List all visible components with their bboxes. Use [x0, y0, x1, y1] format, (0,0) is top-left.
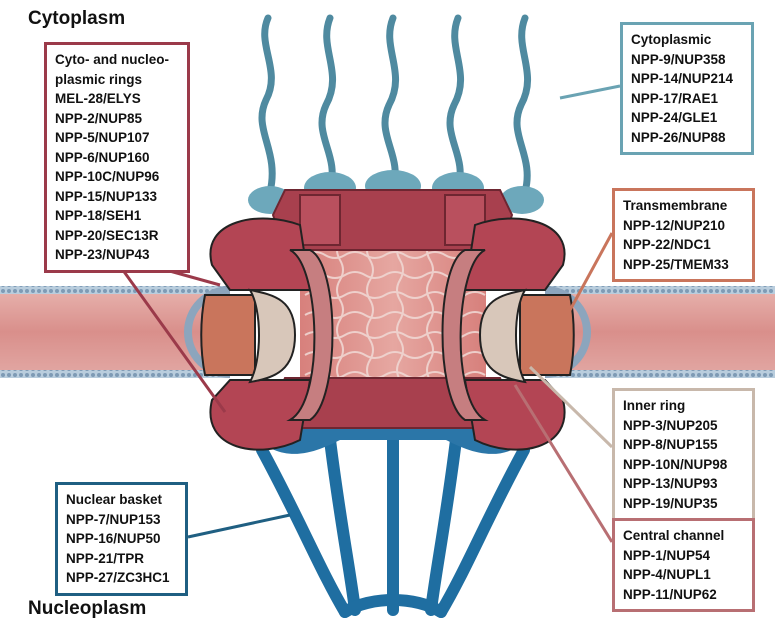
transmembrane-item: NPP-22/NDC1	[623, 235, 744, 255]
basket-connector	[188, 515, 290, 537]
cytoplasmic-title: Cytoplasmic	[631, 30, 743, 50]
cytoplasmic-item: NPP-17/RAE1	[631, 89, 743, 109]
central-channel-item: NPP-4/NUPL1	[623, 565, 744, 585]
transmembrane-item: NPP-25/TMEM33	[623, 255, 744, 275]
nuclear-basket	[262, 440, 524, 612]
central-channel-item: NPP-11/NUP62	[623, 585, 744, 605]
rings-item: NPP-20/SEC13R	[55, 226, 179, 246]
basket-item: NPP-7/NUP153	[66, 510, 177, 530]
inner-ring-item: NPP-3/NUP205	[623, 416, 744, 436]
rings-legend-box: Cyto- and nucleo- plasmic rings MEL-28/E…	[44, 42, 190, 273]
basket-legend-box: Nuclear basket NPP-7/NUP153 NPP-16/NUP50…	[55, 482, 188, 596]
inner-ring-title: Inner ring	[623, 396, 744, 416]
cytoplasm-label: Cytoplasm	[28, 8, 125, 30]
rings-item: NPP-6/NUP160	[55, 148, 179, 168]
inner-ring-legend-box: Inner ring NPP-3/NUP205 NPP-8/NUP155 NPP…	[612, 388, 755, 521]
cytoplasmic-item: NPP-26/NUP88	[631, 128, 743, 148]
cytoplasmic-connector	[560, 86, 620, 98]
transmembrane-item: NPP-12/NUP210	[623, 216, 744, 236]
inner-ring-item: NPP-13/NUP93	[623, 474, 744, 494]
transmembrane-legend-box: Transmembrane NPP-12/NUP210 NPP-22/NDC1 …	[612, 188, 755, 282]
cytoplasmic-filaments	[262, 18, 528, 192]
rings-item: NPP-18/SEH1	[55, 206, 179, 226]
basket-title: Nuclear basket	[66, 490, 177, 510]
central-channel-item: NPP-1/NUP54	[623, 546, 744, 566]
cytoplasmic-item: NPP-14/NUP214	[631, 69, 743, 89]
rings-item: NPP-23/NUP43	[55, 245, 179, 265]
rings-item: NPP-5/NUP107	[55, 128, 179, 148]
rings-title-line1: Cyto- and nucleo-	[55, 50, 179, 70]
basket-item: NPP-27/ZC3HC1	[66, 568, 177, 588]
central-channel-legend-box: Central channel NPP-1/NUP54 NPP-4/NUPL1 …	[612, 518, 755, 612]
inner-ring-item: NPP-10N/NUP98	[623, 455, 744, 475]
rings-item: NPP-2/NUP85	[55, 109, 179, 129]
rings-item: NPP-10C/NUP96	[55, 167, 179, 187]
cytoplasmic-item: NPP-24/GLE1	[631, 108, 743, 128]
rings-item: MEL-28/ELYS	[55, 89, 179, 109]
inner-ring-item: NPP-8/NUP155	[623, 435, 744, 455]
rings-title-line2: plasmic rings	[55, 70, 179, 90]
cytoplasmic-legend-box: Cytoplasmic NPP-9/NUP358 NPP-14/NUP214 N…	[620, 22, 754, 155]
inner-ring-item: NPP-19/NUP35	[623, 494, 744, 514]
nucleoplasm-label: Nucleoplasm	[28, 598, 146, 620]
basket-item: NPP-21/TPR	[66, 549, 177, 569]
cytoplasmic-item: NPP-9/NUP358	[631, 50, 743, 70]
central-channel-title: Central channel	[623, 526, 744, 546]
basket-item: NPP-16/NUP50	[66, 529, 177, 549]
rings-item: NPP-15/NUP133	[55, 187, 179, 207]
transmembrane-title: Transmembrane	[623, 196, 744, 216]
